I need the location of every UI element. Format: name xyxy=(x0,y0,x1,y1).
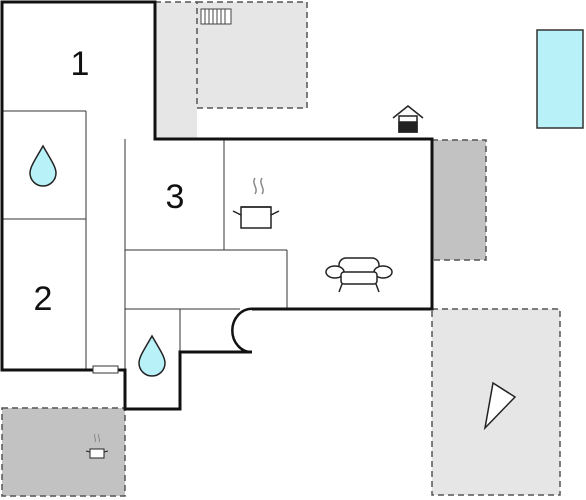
compass-arrow-icon xyxy=(483,381,517,431)
water-drop-icon xyxy=(138,334,166,377)
house-icon xyxy=(392,105,424,133)
pool xyxy=(536,29,584,129)
terrace-top-gray xyxy=(155,2,197,138)
terrace-bottom-left xyxy=(1,407,126,497)
terrace-right-dark xyxy=(431,139,487,261)
room-1-label: 1 xyxy=(71,45,90,83)
cooking-pot-icon xyxy=(232,177,280,229)
water-drop-icon xyxy=(29,144,57,187)
door-arc xyxy=(231,308,253,353)
sofa-icon xyxy=(325,257,393,293)
room-3-label: 3 xyxy=(166,178,185,216)
cooking-pot-icon xyxy=(85,433,109,459)
radiator-icon xyxy=(200,8,232,25)
window-icon xyxy=(92,365,119,374)
room-2-label: 2 xyxy=(34,280,53,318)
interior-walls xyxy=(2,110,288,409)
